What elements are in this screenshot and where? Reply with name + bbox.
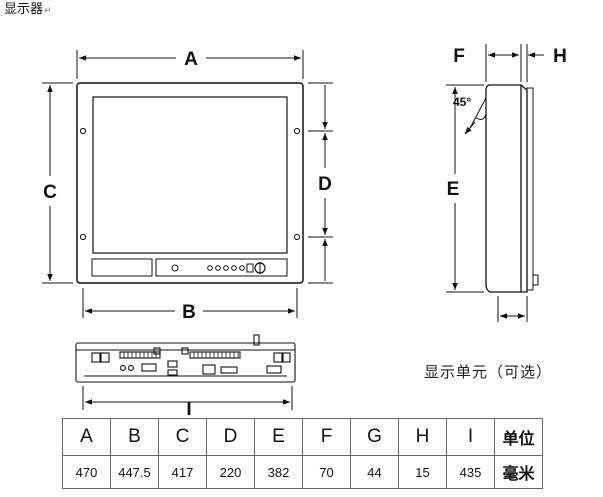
dim-label-a: A (184, 49, 198, 70)
bottom-port (282, 352, 291, 363)
table-value-cell: 382 (254, 455, 303, 489)
bottom-housing (75, 342, 296, 383)
table-value-cell: 435 (446, 455, 495, 489)
table-header-cell: I (446, 418, 495, 456)
mount-hole-left-top (79, 127, 87, 135)
table-value-cell: 70 (302, 455, 351, 489)
dim-label-h: H (553, 46, 567, 67)
table-header-cell: C (158, 418, 207, 456)
side-view (485, 84, 539, 293)
side-back-cap (526, 87, 534, 291)
control-button-icon (239, 265, 245, 271)
angle-label: 45° (453, 95, 471, 109)
side-housing (485, 84, 528, 293)
indicator-icon (246, 263, 254, 273)
dim-label-e: E (447, 179, 460, 200)
dim-label-b: B (182, 302, 196, 323)
front-panel-left (91, 258, 153, 277)
bottom-port (100, 352, 110, 363)
bottom-connector (141, 363, 157, 372)
bottom-connector (167, 360, 178, 368)
dimension-diagram: A C D B F H E 45° I (42, 44, 567, 415)
mount-hole-right-bottom (293, 233, 301, 241)
bottom-pin-rows (119, 352, 239, 358)
dimension-table: A B C D E F G H I 单位 470 447.5 417 220 3… (62, 418, 543, 489)
power-button-icon (171, 264, 179, 272)
side-dimension-lines (446, 44, 544, 322)
side-connector (532, 274, 539, 286)
bottom-port (91, 352, 101, 363)
bottom-jack (120, 365, 126, 371)
bottom-connector (167, 369, 178, 376)
mount-hole-left-bottom (79, 233, 87, 241)
table-header-row: A B C D E F G H I 单位 (62, 418, 543, 456)
dim-label-i: I (186, 399, 191, 415)
front-view (76, 82, 304, 284)
mount-hole-right-top (293, 127, 301, 135)
bottom-connector (266, 365, 282, 374)
table-header-cell: B (110, 418, 159, 456)
control-button-icon (207, 265, 213, 271)
table-value-cell: 447.5 (110, 455, 159, 489)
dim-label-d: D (318, 174, 332, 195)
page-title-text: 显示器 (4, 2, 44, 17)
table-header-cell: F (302, 418, 351, 456)
bottom-antenna (253, 334, 260, 346)
table-value-row: 470 447.5 417 220 382 70 44 15 435 毫米 (62, 455, 543, 489)
control-button-icon (231, 265, 237, 271)
page-title: 显示器↵ (4, 2, 52, 19)
bottom-view (75, 334, 296, 383)
return-mark-icon: ↵ (44, 6, 52, 16)
bottom-jack (128, 365, 134, 371)
bottom-dimension-lines (82, 386, 293, 410)
bottom-clip (153, 347, 161, 355)
front-screen (92, 96, 288, 254)
table-header-cell: D (206, 418, 255, 456)
dim-label-f: F (453, 46, 465, 67)
table-value-cell: 470 (62, 455, 111, 489)
front-panel-right (155, 258, 288, 277)
table-header-cell: H (398, 418, 447, 456)
bottom-port (273, 352, 283, 363)
bottom-connector (189, 351, 241, 359)
bottom-clip (181, 347, 189, 355)
table-header-cell: E (254, 418, 303, 456)
table-header-cell: A (62, 418, 111, 456)
table-header-cell: G (350, 418, 399, 456)
control-button-icon (215, 265, 221, 271)
table-unit-value: 毫米 (494, 455, 543, 489)
dim-label-c: C (43, 182, 57, 203)
table-unit-header: 单位 (494, 418, 543, 456)
table-value-cell: 417 (158, 455, 207, 489)
dimension-lines (42, 50, 333, 318)
control-button-icon (223, 265, 229, 271)
front-bezel (76, 82, 304, 284)
table-value-cell: 44 (350, 455, 399, 489)
caption: 显示单元（可选） (424, 363, 553, 381)
table-value-cell: 15 (398, 455, 447, 489)
bottom-connector (202, 364, 216, 375)
table-value-cell: 220 (206, 455, 255, 489)
bottom-connector (220, 366, 238, 374)
